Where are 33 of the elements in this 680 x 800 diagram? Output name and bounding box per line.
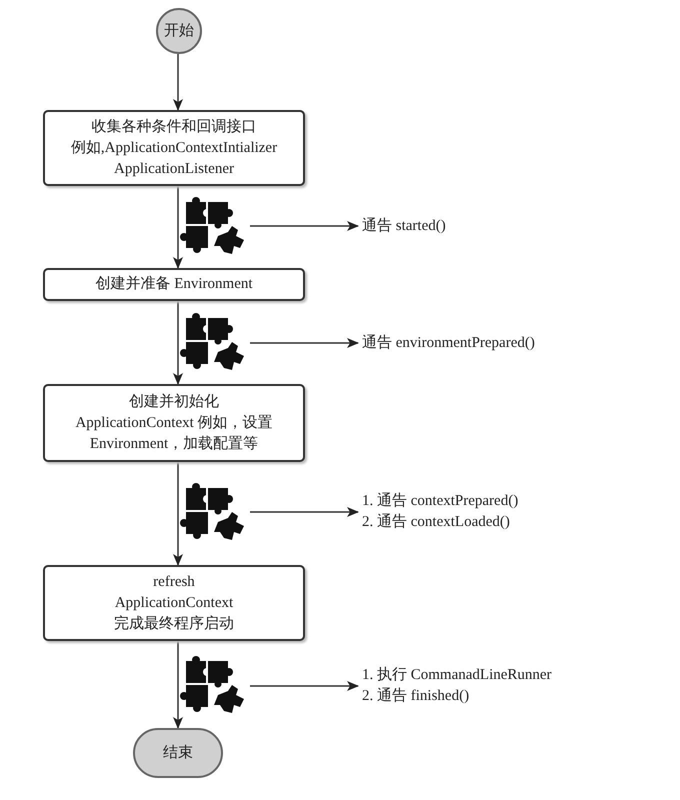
process-box <box>43 565 305 641</box>
process-box <box>43 110 305 186</box>
node-label: 例如,ApplicationContextIntializer <box>70 138 278 158</box>
node-label: refresh <box>153 572 195 592</box>
node-label: ApplicationListener <box>114 160 234 178</box>
notice-text: 1. 执行 CommanadLineRunner <box>362 666 552 685</box>
arrow <box>173 301 183 385</box>
notice-text: 通告 started() <box>362 216 446 236</box>
node-label: 开始 <box>164 22 194 40</box>
node-label: ApplicationContext 例如，设置 <box>75 414 273 432</box>
node-label: 结束 <box>163 744 193 762</box>
arrow <box>173 54 183 111</box>
node-label: Environment，加载配置等 <box>90 434 258 454</box>
arrow <box>173 186 183 269</box>
notice-text: 2. 通告 finished() <box>362 686 470 706</box>
notice-text: 1. 通告 contextPrepared() <box>362 492 518 511</box>
start-circle <box>156 8 202 54</box>
node-label: ApplicationContext <box>114 594 234 612</box>
end-terminal <box>133 728 223 778</box>
arrow <box>250 681 359 691</box>
arrow <box>173 641 183 729</box>
notice-text: 2. 通告 contextLoaded() <box>362 512 510 532</box>
arrow <box>250 507 359 517</box>
node-label: 完成最终程序启动 <box>114 614 234 634</box>
process-box <box>43 384 305 462</box>
arrow <box>173 462 183 566</box>
process-box <box>43 268 305 301</box>
arrow <box>250 221 359 231</box>
node-label: 收集各种条件和回调接口 <box>92 118 256 136</box>
node-label: 创建并准备 Environment <box>95 274 253 294</box>
notice-text: 通告 environmentPrepared() <box>362 334 535 352</box>
node-label: 创建并初始化 <box>129 392 219 412</box>
arrow <box>250 338 359 348</box>
